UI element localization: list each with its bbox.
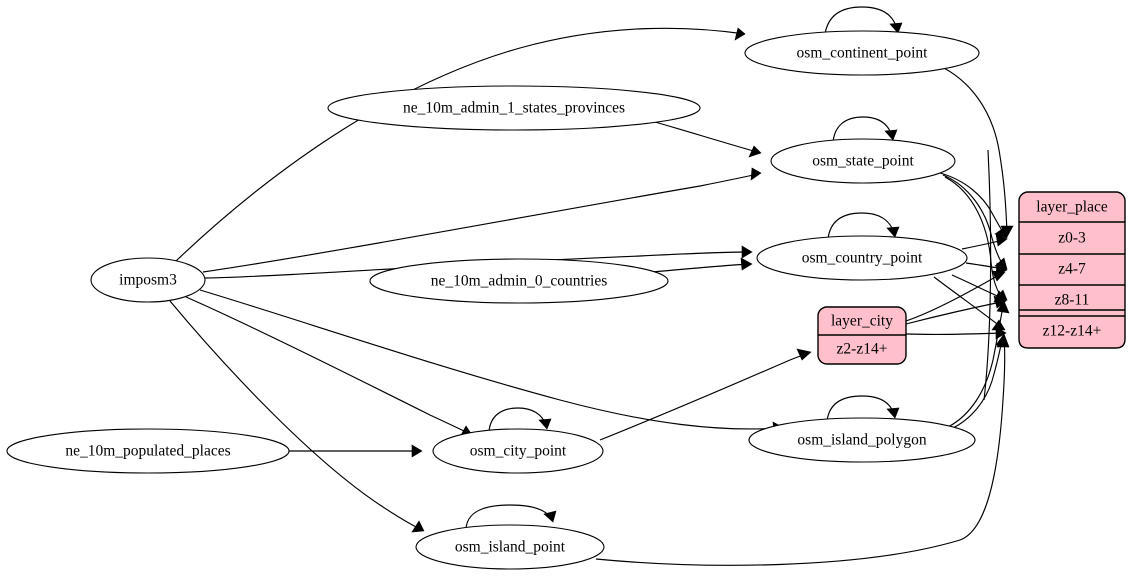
edge-imposm3-to-osm_island_point (169, 300, 425, 533)
edge-osm_city_point-to-layer_city (599, 348, 812, 441)
node-label-ne-populated: ne_10m_populated_places (65, 443, 230, 460)
self-loop-osm_city_point (488, 407, 552, 433)
node-layer: imposm3 ne_10m_admin_1_states_provinces … (6, 30, 980, 570)
edge-layer_city-to-layer_place-z12-z14 (905, 326, 1007, 340)
edge-osm_island_polygon-to-layer_place-z12-z14 (950, 333, 1009, 430)
record-row-layer_place-z0-3[interactable]: z0-3 (1058, 230, 1086, 247)
edge-osm_country_point-to-layer_place-z0-3 (961, 233, 1008, 250)
edge-ne_states-to-osm_state_point (654, 121, 762, 158)
edge-ne_countries-to-osm_country_point (651, 257, 753, 273)
self-loop-osm_country_point (827, 212, 900, 240)
record-row-layer_place-z8-11[interactable]: z8-11 (1055, 292, 1090, 309)
edge-osm_island_polygon-to-layer_place-z8-11 (947, 300, 1010, 428)
node-osm_country_point[interactable]: osm_country_point (756, 235, 968, 281)
record-layer: layer_city z2-z14+ layer_place z0-3 z4-7… (817, 191, 1126, 365)
node-ne_10m_admin_1_states_provinces[interactable]: ne_10m_admin_1_states_provinces (327, 85, 701, 131)
node-ne_10m_populated_places[interactable]: ne_10m_populated_places (6, 428, 290, 474)
record-row-layer_place-z4-7[interactable]: z4-7 (1058, 261, 1086, 278)
node-label-imposm3: imposm3 (119, 272, 177, 289)
node-osm_island_polygon[interactable]: osm_island_polygon (748, 417, 976, 463)
node-label-osm-continent-point: osm_continent_point (797, 45, 929, 62)
self-loop-osm_island_polygon (826, 395, 900, 422)
record-row-layer_place-z12-z14-text[interactable]: z12-z14+ (1043, 323, 1102, 340)
node-label-osm-city-point: osm_city_point (470, 443, 567, 460)
record-node-layer_city[interactable]: layer_city z2-z14+ (817, 306, 907, 365)
edge-imposm3-to-osm_state_point (202, 167, 762, 273)
record-row-layer_city-z2-z14[interactable]: z2-z14+ (837, 341, 888, 358)
node-label-ne-states: ne_10m_admin_1_states_provinces (403, 100, 625, 117)
edge-layer_city-to-layer_place-z4-7 (905, 270, 1006, 322)
edge-ne_populated-to-osm_city_point (289, 444, 423, 458)
edge-osm_island_point-to-layer_place-z12-z14 (595, 333, 1010, 566)
edge-layer (169, 6, 1014, 566)
node-osm_city_point[interactable]: osm_city_point (432, 428, 604, 474)
node-imposm3[interactable]: imposm3 (90, 257, 206, 303)
self-loop-osm_state_point (832, 116, 898, 144)
edge-imposm3-to-osm_city_point (185, 296, 473, 438)
node-label-osm-island-point: osm_island_point (455, 539, 566, 556)
record-node-layer_place-bottom-extension: z12-z14+ (1018, 309, 1126, 349)
node-osm_island_point[interactable]: osm_island_point (415, 524, 605, 570)
edge-imposm3-to-osm_continent_point (175, 27, 746, 262)
node-label-osm-country-point: osm_country_point (802, 250, 923, 267)
node-label-osm-state-point: osm_state_point (812, 153, 914, 170)
self-loop-osm_continent_point (824, 6, 903, 35)
node-osm_continent_point[interactable]: osm_continent_point (744, 30, 980, 76)
self-loop-osm_island_point (465, 504, 557, 530)
node-osm_state_point[interactable]: osm_state_point (770, 138, 956, 184)
node-label-osm-island-polygon: osm_island_polygon (797, 432, 926, 449)
record-row-layer_place-title: layer_place (1036, 199, 1108, 216)
edge-continent-passthrough (983, 149, 992, 401)
record-row-layer_city-title: layer_city (831, 313, 893, 330)
edge-osm_continent_point-to-layer_place-z0-3 (937, 64, 1014, 238)
edge-imposm3-to-osm_island_polygon (199, 289, 785, 435)
node-label-ne-countries: ne_10m_admin_0_countries (431, 273, 608, 290)
node-ne_10m_admin_0_countries[interactable]: ne_10m_admin_0_countries (369, 258, 669, 304)
